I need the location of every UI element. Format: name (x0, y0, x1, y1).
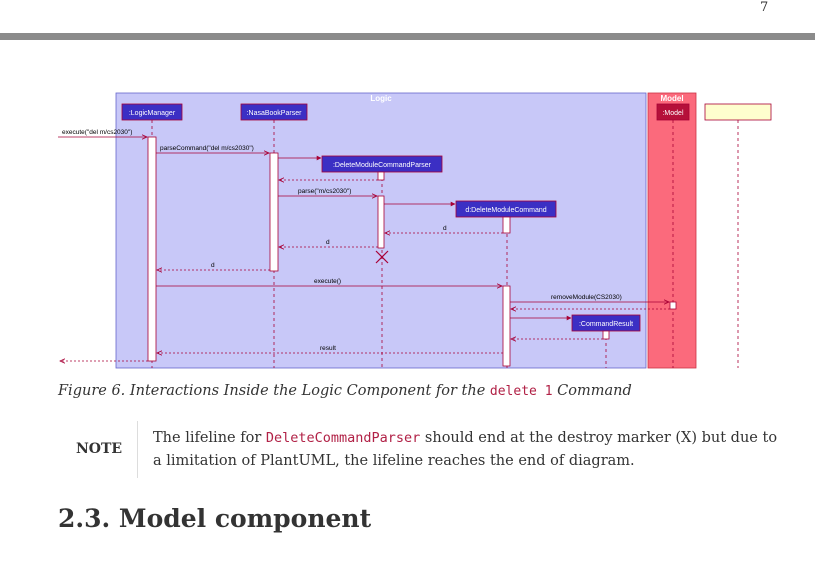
figure-caption-suffix: Command (552, 383, 632, 399)
header-rule (0, 33, 815, 40)
model-box-label: Model (660, 94, 683, 103)
note-code: DeleteCommandParser (265, 430, 421, 446)
logicmanager-participant-label: :LogicManager (129, 110, 176, 117)
model-participant (656, 103, 690, 121)
section-heading: 2.3. Model component (58, 504, 372, 533)
note-text-before: The lifeline for (153, 430, 266, 446)
note-text-after: should end at the destroy marker (X) but… (153, 430, 778, 469)
remove-module-label: removeModule(CS2030) (551, 294, 622, 301)
activation-bars (147, 136, 677, 367)
execute-call-label: execute("del m/cs2030") (62, 129, 132, 136)
deletemodulecommand-participant-label: d:DeleteModuleCommand (465, 207, 546, 214)
note-divider (137, 421, 138, 478)
logic-box-label: Logic (370, 94, 392, 103)
figure-caption: Figure 6. Interactions Inside the Logic … (58, 383, 632, 399)
logicmanager-participant (121, 103, 183, 121)
model-participant-label: :Model (662, 110, 683, 117)
execute-label: execute() (314, 278, 341, 285)
parse-command-return-label: d (211, 262, 215, 269)
note-label: NOTE (76, 441, 123, 457)
parse-command-label: parseCommand("del m/cs2030") (160, 145, 254, 152)
parse-return-label: d (326, 239, 330, 246)
parse-label: parse("m/cs2030") (298, 188, 351, 195)
page-number: 7 (760, 0, 769, 15)
model-box (647, 92, 697, 369)
deletemodulecommandparser-participant-label: :DeleteModuleCommandParser (333, 162, 432, 169)
nasabookparser-participant-label: :NasaBookParser (247, 110, 303, 117)
command-return-label: d (443, 225, 447, 232)
result-label: result (320, 345, 336, 352)
destroy-marker-icon (375, 250, 389, 264)
sequence-diagram: Logic Model :LogicManager :NasaBookParse… (58, 92, 772, 369)
note-text: The lifeline for DeleteCommandParser sho… (153, 427, 783, 473)
extra-participant-box (704, 103, 772, 121)
figure-caption-prefix: Figure 6. Interactions Inside the Logic … (58, 383, 490, 399)
figure-caption-code: delete 1 (489, 384, 553, 399)
nasabookparser-participant (240, 103, 308, 121)
commandresult-participant-label: :CommandResult (579, 321, 633, 328)
